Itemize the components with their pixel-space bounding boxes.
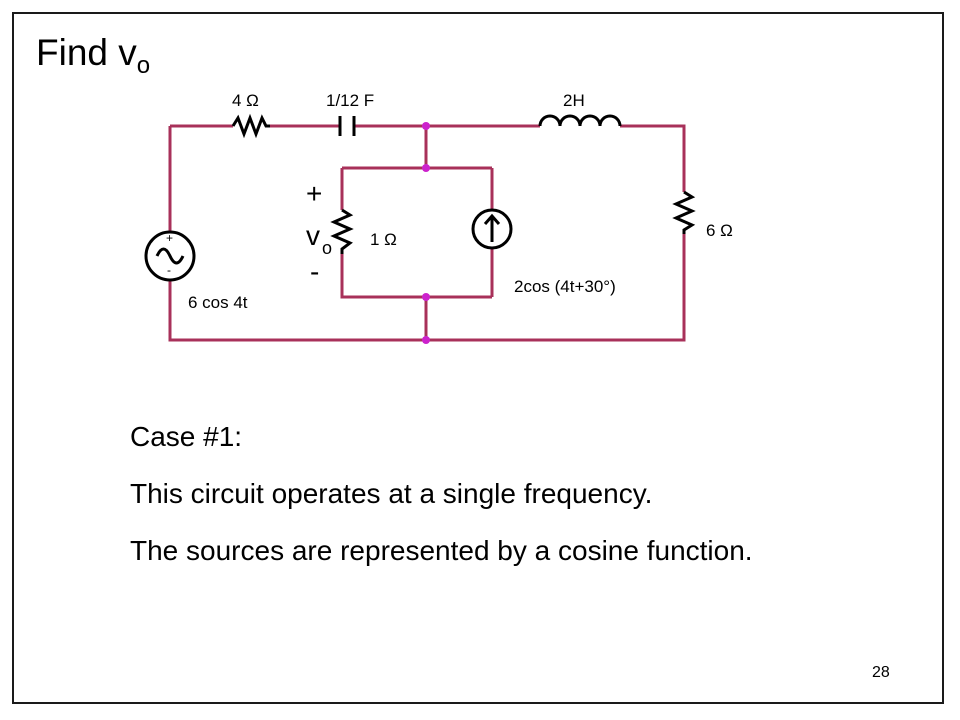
node-bottom	[422, 336, 430, 344]
l1-label: 2H	[563, 91, 585, 110]
arrow-up-head	[483, 213, 501, 225]
vs-label: 6 cos 4t	[188, 293, 248, 312]
vo-minus: -	[310, 256, 319, 287]
vs-plus-mark: +	[166, 231, 173, 245]
title-subscript: o	[136, 52, 151, 79]
node-inner-bottom	[422, 293, 430, 301]
r2-label: 1 Ω	[370, 230, 397, 249]
slide-frame	[12, 12, 944, 704]
wire-inner-bottom	[340, 254, 492, 299]
resistor-4-ohm	[231, 113, 270, 139]
c1-label: 1/12 F	[326, 91, 374, 110]
inductor-2h	[538, 114, 622, 127]
node-inner-top	[422, 164, 430, 172]
slide-title: Find vo	[36, 32, 150, 80]
sine-wave-icon	[155, 247, 185, 265]
vo-main: v	[306, 220, 320, 251]
body-text: Case #1: This circuit operates at a sing…	[130, 408, 753, 579]
text-line-2: The sources are represented by a cosine …	[130, 535, 753, 566]
is-minus-mark: -	[489, 202, 493, 216]
vo-plus: +	[306, 178, 322, 209]
node-top	[422, 122, 430, 130]
wire-top-right	[620, 124, 686, 192]
ac-voltage-source	[144, 230, 196, 282]
vs-minus-mark: -	[167, 263, 171, 277]
r3-label: 6 Ω	[706, 221, 733, 240]
r1-label: 4 Ω	[232, 91, 259, 110]
resistor-1-ohm	[330, 208, 354, 254]
vo-sub: o	[322, 238, 332, 258]
text-line-1: This circuit operates at a single freque…	[130, 478, 653, 509]
is-label: 2cos (4t+30°)	[514, 277, 616, 296]
case-heading: Case #1:	[130, 421, 243, 452]
current-source	[471, 208, 513, 250]
page-number: 28	[872, 664, 890, 681]
nodes	[422, 122, 430, 344]
resistor-6-ohm	[672, 190, 696, 234]
title-text: Find v	[36, 32, 137, 73]
